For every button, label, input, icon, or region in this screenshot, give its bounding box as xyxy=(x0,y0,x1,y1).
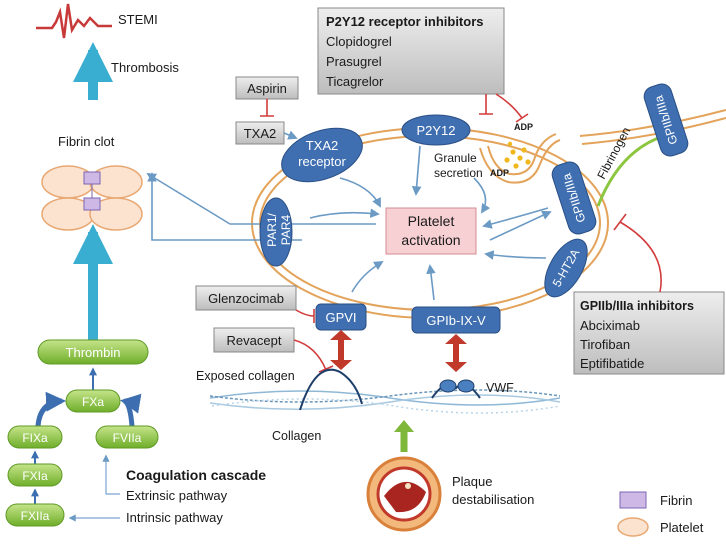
plaque-arrowhead xyxy=(394,420,414,432)
intrinsic-pathway-label: Intrinsic pathway xyxy=(126,510,223,525)
thrombin-node xyxy=(37,339,149,365)
revacept-label: Revacept xyxy=(227,333,282,348)
collagen-fibres xyxy=(209,389,561,414)
gp2b3a-drug-2: Tirofiban xyxy=(580,337,630,352)
gp2b3a-inhibit xyxy=(613,213,662,293)
glenzocimab-inhibit xyxy=(295,309,315,323)
txa2-receptor-line1: TXA2 xyxy=(306,138,339,153)
gp2b3a-drug-3: Eptifibatide xyxy=(580,356,644,371)
fibrin-clot-icon xyxy=(41,165,143,231)
fxa-node xyxy=(65,389,121,413)
fviia-label: FVIIa xyxy=(113,431,142,445)
p2y12-label: P2Y12 xyxy=(416,123,455,138)
legend-platelet-label: Platelet xyxy=(660,520,704,535)
legend-fibrin-label: Fibrin xyxy=(660,493,693,508)
exposed-collagen-label: Exposed collagen xyxy=(196,369,295,383)
fxia-node xyxy=(7,463,63,487)
gpib-ix-v-label: GPIb-IX-V xyxy=(426,313,486,328)
activation-label-line2: activation xyxy=(401,232,460,248)
granule-label-line2: secretion xyxy=(434,166,483,180)
fibrin-clot-label: Fibrin clot xyxy=(58,134,115,149)
revacept-box xyxy=(213,327,295,353)
thrombosis-label: Thrombosis xyxy=(111,60,179,75)
aspirin-inhibit xyxy=(260,99,274,117)
par-line2: PAR4 xyxy=(279,214,293,245)
txa2-receptor: TXA2 receptor xyxy=(281,127,363,183)
p2y12-inhibit-line xyxy=(479,93,529,123)
p2y12-drug-3: Ticagrelor xyxy=(326,74,384,89)
p2y12-inhibitors-box xyxy=(317,7,505,95)
stemi-ecg-trace xyxy=(36,3,112,39)
glenzocimab-box xyxy=(195,285,297,311)
gp2b3a-drug-1: Abciximab xyxy=(580,318,640,333)
txa2-label: TXA2 xyxy=(244,126,277,141)
vwf-molecule xyxy=(431,379,481,399)
txa2-to-receptor-arrow xyxy=(283,130,298,140)
granule-secretion-pocket xyxy=(479,133,561,184)
plaque-icon xyxy=(366,456,442,532)
gpvi-receptor: GPVI xyxy=(315,303,367,331)
thrombin-label: Thrombin xyxy=(66,345,121,360)
stemi-label: STEMI xyxy=(118,12,158,27)
plaque-line1: Plaque xyxy=(452,474,492,489)
extrinsic-pathway-label: Extrinsic pathway xyxy=(126,488,228,503)
aspirin-label: Aspirin xyxy=(247,81,287,96)
par-receptor: PAR1/ PAR4 xyxy=(259,197,293,267)
gpiib-iiia-receptor-membrane: GPIIb/IIIa xyxy=(551,161,597,235)
extrinsic-line xyxy=(102,454,120,495)
fxiia-label: FXIIa xyxy=(21,509,50,523)
fixa-node xyxy=(7,425,63,449)
plaque-line2: destabilisation xyxy=(452,492,534,507)
gpvi-arrowheads xyxy=(330,330,352,370)
adp-top-label: ADP xyxy=(514,122,533,132)
par-line1: PAR1/ xyxy=(265,212,279,246)
legend-platelet-swatch xyxy=(617,517,649,537)
fxiia-node xyxy=(5,503,65,527)
gpib-ix-v-receptor: GPIb-IX-V xyxy=(411,306,501,334)
exposed-collagen-strand xyxy=(299,368,363,411)
gpvi-label: GPVI xyxy=(325,310,356,325)
p2y12-drug-2: Prasugrel xyxy=(326,54,382,69)
second-platelet-membrane xyxy=(579,109,726,145)
granule-label-line1: Granule xyxy=(434,151,477,165)
gpib-arrowheads xyxy=(445,334,467,372)
vwf-label: VWF xyxy=(486,381,514,395)
fviia-node xyxy=(95,425,159,449)
fixa-label: FIXa xyxy=(22,431,48,445)
gp2b3a-inhibitors-box xyxy=(573,291,725,375)
p2y12-inhibitors-title: P2Y12 receptor inhibitors xyxy=(326,14,484,29)
txa2-receptor-line2: receptor xyxy=(298,154,346,169)
legend-fibrin-swatch xyxy=(619,491,647,509)
glenzocimab-label: Glenzocimab xyxy=(208,291,284,306)
platelet-activation-box xyxy=(385,207,477,255)
fxia-label: FXIa xyxy=(22,469,48,483)
revacept-inhibit xyxy=(293,339,334,373)
fviia-to-fxa-arrow xyxy=(120,393,142,427)
adp-granules xyxy=(504,141,531,169)
adp-inner-label: ADP xyxy=(490,168,509,178)
coagulation-cascade-title: Coagulation cascade xyxy=(126,467,266,483)
p2y12-receptor: P2Y12 xyxy=(401,114,471,146)
p2y12-drug-1: Clopidogrel xyxy=(326,34,392,49)
signaling-arrows xyxy=(146,145,552,301)
fixa-to-fxa-arrow xyxy=(35,391,66,427)
collagen-label: Collagen xyxy=(272,429,321,443)
fibrinogen-bridge xyxy=(596,134,665,207)
gp2b3a-inhibitors-title: GPIIb/IIIa inhibitors xyxy=(580,299,694,313)
fxa-label: FXa xyxy=(82,395,104,409)
activation-label-line1: Platelet xyxy=(408,213,455,229)
